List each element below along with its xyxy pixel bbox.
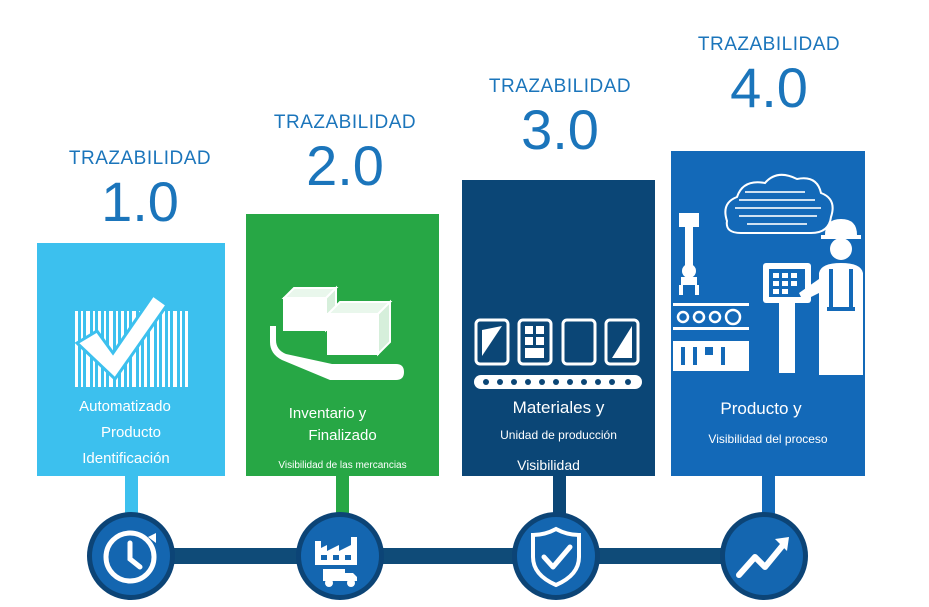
stage-1-kicker: TRAZABILIDAD <box>68 148 212 169</box>
stage-4-node <box>720 512 808 600</box>
timeline-rail <box>130 548 770 564</box>
stage-4-line-1: Producto y <box>720 399 802 418</box>
boxes-conveyor-icon <box>270 285 404 380</box>
stage-1-line-2: Producto <box>100 424 162 441</box>
stage-1-version: 1.0 <box>101 170 179 233</box>
stage-2-title: TRAZABILIDAD 2.0 <box>245 112 445 194</box>
stage-4-title: TRAZABILIDAD 4.0 <box>669 34 869 116</box>
stage-3-line-2: Unidad de producción <box>500 428 617 442</box>
stage-3-line-1: Materiales y <box>512 398 605 417</box>
barcode-check-icon <box>74 292 188 387</box>
stage-1-node <box>87 512 175 600</box>
stage-4-version: 4.0 <box>730 56 808 119</box>
trend-up-icon <box>736 537 789 578</box>
stage-3-title: TRAZABILIDAD 3.0 <box>460 76 660 158</box>
stage-3-kicker: TRAZABILIDAD <box>488 76 632 97</box>
stage-3-version: 3.0 <box>521 98 599 161</box>
stage-4-card: Producto y Visibilidad del proceso <box>671 151 865 476</box>
stage-2-card: Inventario y Finalizado Visibilidad de l… <box>246 214 439 476</box>
stage-1-line-3: Identificación <box>82 450 170 467</box>
stage-2-version: 2.0 <box>306 134 384 197</box>
stage-2-line-2: Finalizado <box>308 427 377 444</box>
shield-check-icon <box>531 526 581 588</box>
factory-truck-icon <box>315 537 357 587</box>
stage-2-node <box>296 512 384 600</box>
stage-2-line-1: Inventario y <box>288 405 367 422</box>
devices-conveyor-icon <box>474 318 642 389</box>
stage-1-title: TRAZABILIDAD 1.0 <box>40 148 240 230</box>
stage-3-line-3: Visibilidad <box>517 457 580 473</box>
stage-2-line-3: Visibilidad de las mercancias <box>278 460 407 471</box>
stage-2-kicker: TRAZABILIDAD <box>273 112 417 133</box>
stage-4-kicker: TRAZABILIDAD <box>697 34 841 55</box>
stage-1-card: Automatizado Producto Identificación <box>37 243 225 476</box>
clock-icon <box>103 530 157 584</box>
stage-3-card: Materiales y Unidad de producción Visibi… <box>462 180 655 476</box>
stage-3-node <box>512 512 600 600</box>
stage-4-line-2: Visibilidad del proceso <box>708 432 828 446</box>
industry-scene-icon <box>673 173 863 375</box>
stage-1-line-1: Automatizado <box>79 398 171 415</box>
